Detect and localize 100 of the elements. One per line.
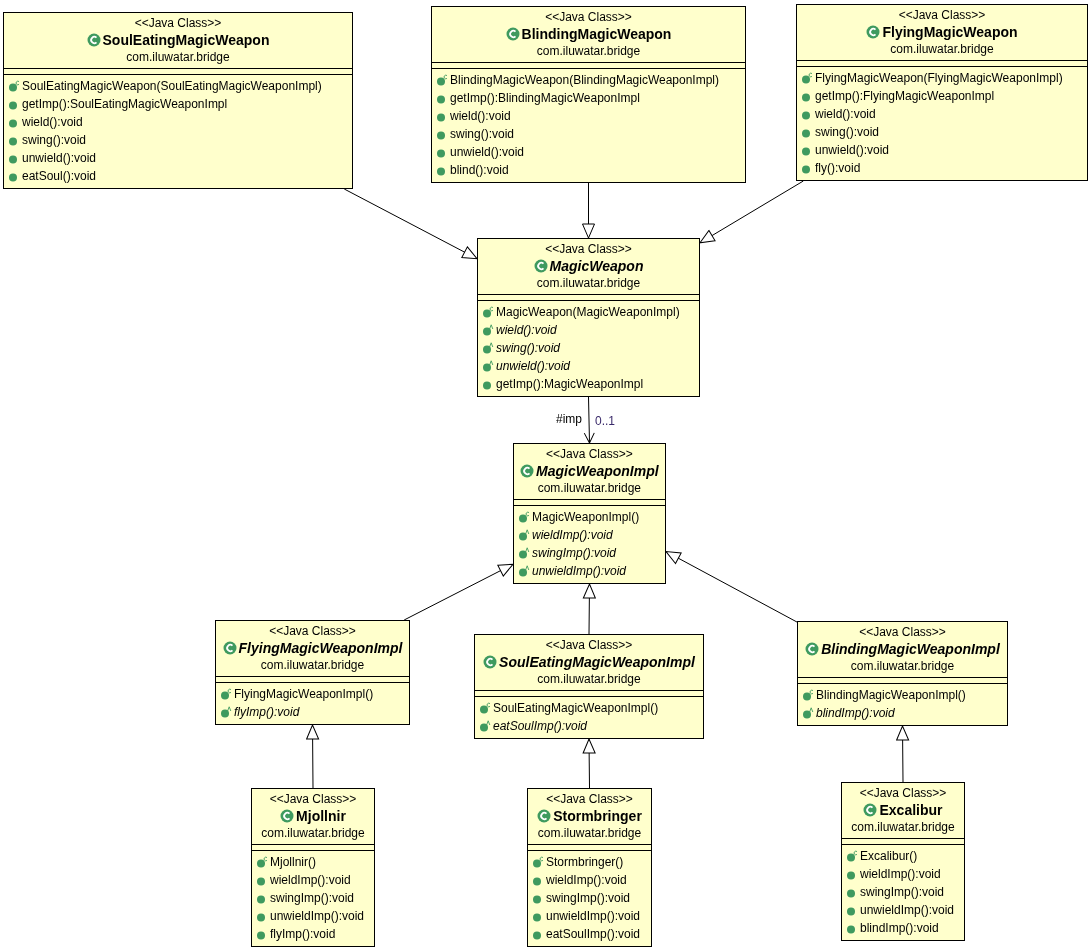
method-signature: FlyingMagicWeapon(FlyingMagicWeaponImpl) <box>815 71 1063 85</box>
method-signature: SoulEatingMagicWeaponImpl() <box>493 701 659 715</box>
method-signature: wieldImp():void <box>270 873 351 887</box>
method-signature: wieldImp():void <box>860 867 941 881</box>
stereotype-label: <<Java Class>> <box>134 15 222 31</box>
method-signature: wieldImp():void <box>532 528 613 542</box>
class-name: MagicWeapon <box>549 257 644 275</box>
generalization-arrow <box>896 725 910 783</box>
method-signature: flyImp():void <box>234 705 300 719</box>
stereotype-label: <<Java Class>> <box>546 791 633 807</box>
generalization-arrow <box>306 724 320 789</box>
method-signature: Stormbringer() <box>546 855 624 869</box>
class-name: MagicWeaponImpl <box>536 462 659 480</box>
class-box <box>527 788 652 947</box>
method-signature: wield():void <box>22 115 83 129</box>
method-signature: unwieldImp():void <box>546 909 641 923</box>
method-signature: swing():void <box>815 125 880 139</box>
package-name: com.iluwatar.bridge <box>537 480 641 496</box>
edge-label: #imp <box>555 412 583 426</box>
class-name: SoulEatingMagicWeaponImpl <box>499 653 695 671</box>
package-name: com.iluwatar.bridge <box>537 825 642 841</box>
package-name: com.iluwatar.bridge <box>536 43 641 59</box>
method-signature: flyImp():void <box>270 927 336 941</box>
method-signature: unwield():void <box>22 151 97 165</box>
class-name: Excalibur <box>879 801 943 819</box>
method-signature: unwieldImp():void <box>270 909 365 923</box>
package-name: com.iluwatar.bridge <box>890 41 994 57</box>
generalization-arrow <box>699 180 804 244</box>
method-signature: swing():void <box>496 341 561 355</box>
stereotype-label: <<Java Class>> <box>859 624 946 640</box>
method-signature: MagicWeapon(MagicWeaponImpl) <box>496 305 680 319</box>
stereotype-label: <<Java Class>> <box>545 241 632 257</box>
stereotype-label: <<Java Class>> <box>898 7 986 23</box>
generalization-arrow <box>403 563 514 621</box>
stereotype-label: <<Java Class>> <box>545 9 632 25</box>
stereotype-label: <<Java Class>> <box>269 791 357 807</box>
method-signature: Excalibur() <box>860 849 918 863</box>
class-box <box>797 621 1008 726</box>
method-signature: unwieldImp():void <box>532 564 627 578</box>
class-box <box>251 788 375 947</box>
method-signature: unwield():void <box>450 145 525 159</box>
class-name: Stormbringer <box>553 807 642 825</box>
method-signature: blindImp():void <box>860 921 939 935</box>
class-box <box>3 12 353 189</box>
association-arrow <box>583 396 595 444</box>
method-signature: wield():void <box>496 323 557 337</box>
package-name: com.iluwatar.bridge <box>126 49 230 65</box>
package-name: com.iluwatar.bridge <box>260 657 365 673</box>
generalization-arrow <box>582 182 595 239</box>
class-name: Mjollnir <box>296 807 346 825</box>
method-signature: unwieldImp():void <box>860 903 955 917</box>
package-name: com.iluwatar.bridge <box>536 275 641 291</box>
method-signature: blind():void <box>450 163 509 177</box>
class-box <box>841 782 965 941</box>
generalization-arrow <box>665 551 798 623</box>
package-name: com.iluwatar.bridge <box>851 819 955 835</box>
method-signature: BlindingMagicWeaponImpl() <box>816 688 966 702</box>
method-signature: wield():void <box>815 107 876 121</box>
class-box <box>431 6 746 183</box>
method-signature: unwield():void <box>496 359 571 373</box>
generalization-arrow <box>582 583 596 635</box>
package-name: com.iluwatar.bridge <box>537 671 641 687</box>
class-box <box>474 634 704 739</box>
class-box <box>513 443 666 584</box>
class-name: BlindingMagicWeapon <box>521 25 672 43</box>
class-box <box>477 238 700 397</box>
method-signature: getImp():FlyingMagicWeaponImpl <box>815 89 995 103</box>
class-name: FlyingMagicWeapon <box>882 23 1018 41</box>
package-name: com.iluwatar.bridge <box>261 825 365 841</box>
method-signature: swing():void <box>450 127 515 141</box>
method-signature: swingImp():void <box>270 891 355 905</box>
class-box <box>796 4 1088 181</box>
method-signature: eatSoul():void <box>22 169 97 183</box>
method-signature: swingImp():void <box>546 891 631 905</box>
method-signature: unwield():void <box>815 143 890 157</box>
method-signature: MagicWeaponImpl() <box>532 510 640 524</box>
method-signature: Mjollnir() <box>270 855 316 869</box>
method-signature: eatSoulImp():void <box>546 927 641 941</box>
method-signature: eatSoulImp():void <box>493 719 588 733</box>
method-signature: BlindingMagicWeapon(BlindingMagicWeaponImpl) <box>450 73 720 87</box>
method-signature: swingImp():void <box>860 885 945 899</box>
stereotype-label: <<Java Class>> <box>545 637 633 653</box>
method-signature: FlyingMagicWeaponImpl() <box>234 687 374 701</box>
stereotype-label: <<Java Class>> <box>859 785 947 801</box>
method-signature: getImp():SoulEatingMagicWeaponImpl <box>22 97 228 111</box>
generalization-arrow <box>582 738 596 789</box>
method-signature: swing():void <box>22 133 87 147</box>
class-name: FlyingMagicWeaponImpl <box>238 639 403 657</box>
class-name: BlindingMagicWeaponImpl <box>821 640 1000 658</box>
method-signature: getImp():BlindingMagicWeaponImpl <box>450 91 640 105</box>
class-box <box>215 620 410 725</box>
package-name: com.iluwatar.bridge <box>850 658 955 674</box>
generalization-arrow <box>343 188 478 260</box>
method-signature: swingImp():void <box>532 546 617 560</box>
method-signature: blindImp():void <box>816 706 895 720</box>
method-signature: wield():void <box>450 109 511 123</box>
method-signature: getImp():MagicWeaponImpl <box>496 377 644 391</box>
stereotype-label: <<Java Class>> <box>545 446 633 462</box>
class-name: SoulEatingMagicWeapon <box>102 31 270 49</box>
method-signature: wieldImp():void <box>546 873 627 887</box>
